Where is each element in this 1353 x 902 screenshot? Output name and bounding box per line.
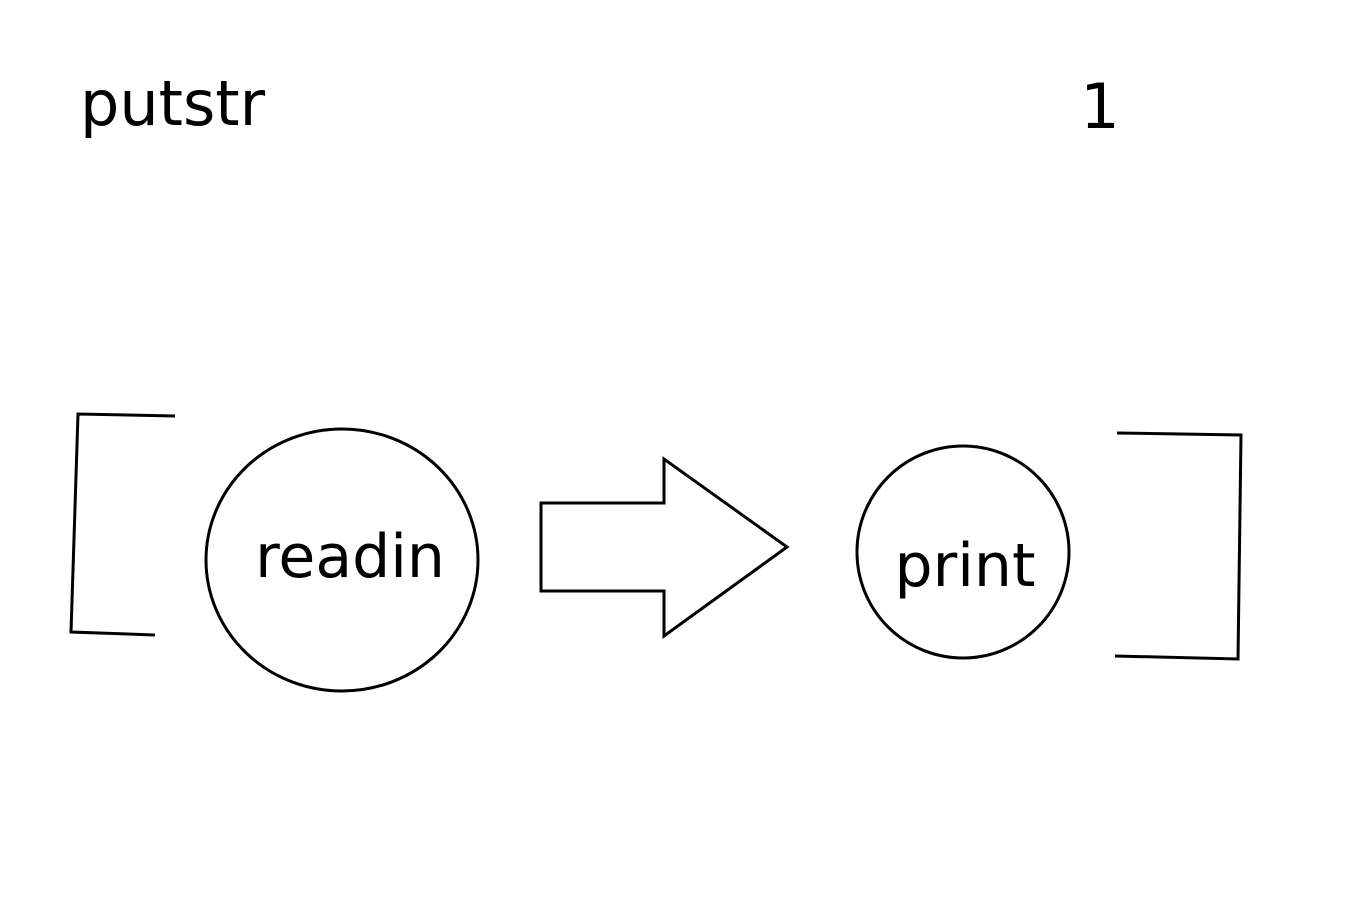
page-number: 1 [1080, 70, 1119, 143]
node-print-label: print [895, 531, 1036, 601]
node-print-circle [855, 444, 1071, 660]
node-readin-label: readin [255, 522, 445, 592]
node-readin-circle [204, 427, 480, 693]
right-bracket [1114, 431, 1243, 661]
node-print: print [855, 444, 1071, 660]
node-readin: readin [204, 427, 480, 693]
diagram-title: putstr [80, 67, 266, 140]
left-bracket [69, 412, 176, 637]
flow-arrow [539, 456, 790, 639]
